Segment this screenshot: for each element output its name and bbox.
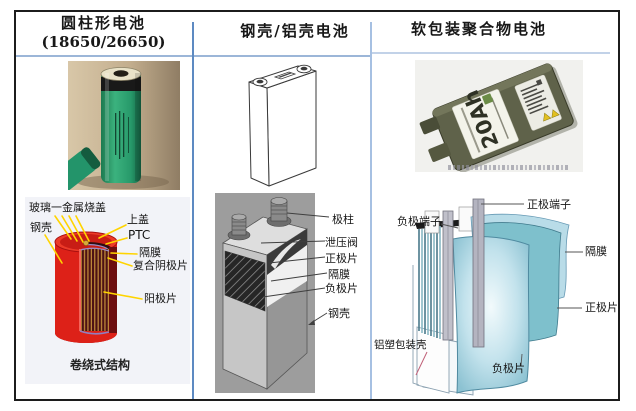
shell-leader-line [415,351,428,376]
caption-wound-structure: 卷绕式结构 [69,358,130,372]
header-underline-col1 [15,55,192,57]
header-underline-col3 [372,52,610,54]
barcode-marks [520,79,549,115]
column-divider-1 [192,22,194,400]
yellow-leader-lines [44,215,143,300]
cylindrical-cutaway-diagram [44,215,143,343]
lying-battery [68,147,101,190]
label-relief-valve: 泄压阀 [325,236,358,249]
leader-lines [440,203,583,367]
label-negative-sheet-pouch: 负极片 [492,362,525,375]
col1-title-line1: 圆柱形电池 [60,14,146,32]
prismatic-cutaway-diagram [215,193,330,393]
label-terminal-post: 极柱 [332,213,354,226]
label-separator-cyl: 隔膜 [139,246,161,259]
label-separator-prism: 隔膜 [328,268,350,281]
col1-title: 圆柱形电池 (18650/26650) [15,14,192,52]
bolt-terminals [227,197,292,241]
negative-sheet [452,236,530,394]
label-negative-sheet-prism: 负极片 [325,282,358,295]
col1-title-line2: (18650/26650) [41,33,166,51]
cylindrical-battery-photo [68,61,180,190]
standing-battery [100,67,142,183]
label-positive-sheet-pouch: 正极片 [585,301,618,314]
prismatic-battery-outline [248,64,317,187]
pouch-tab [419,116,441,135]
pouch-tab [428,142,451,162]
label-separator-pouch: 隔膜 [585,245,607,258]
label-composite-cathode: 复合阴极片 [133,259,188,272]
label-steel-shell-cyl: 钢壳 [30,221,52,234]
col3-title: 软包装聚合物电池 [410,20,547,38]
column-divider-2 [370,22,372,400]
pouch-cell-photo: 20Ah [415,60,583,172]
label-anode: 阳极片 [144,292,177,305]
terminals [252,64,312,87]
label-negative-terminal: 负极端子 [397,215,441,228]
label-top-cover: 上盖 [127,213,149,226]
label-positive-terminal: 正极端子 [527,198,571,211]
leader-lines [260,212,330,324]
label-positive-sheet-prism: 正极片 [325,252,358,265]
label-glass-metal-seal: 玻璃一金属烧盖 [29,201,106,214]
label-ptc: PTC [128,228,151,242]
col2-title: 钢壳/铝壳电池 [240,22,350,40]
photo-watermark [448,165,570,170]
terminal-strips [442,198,485,348]
label-al-plastic-case: 铝塑包装壳 [374,339,427,351]
pouch-structure-diagram [412,198,583,396]
header-underline-col2 [194,55,370,57]
label-steel-shell-prism: 钢壳 [328,307,350,320]
pouch-cell: 20Ah [419,63,578,172]
